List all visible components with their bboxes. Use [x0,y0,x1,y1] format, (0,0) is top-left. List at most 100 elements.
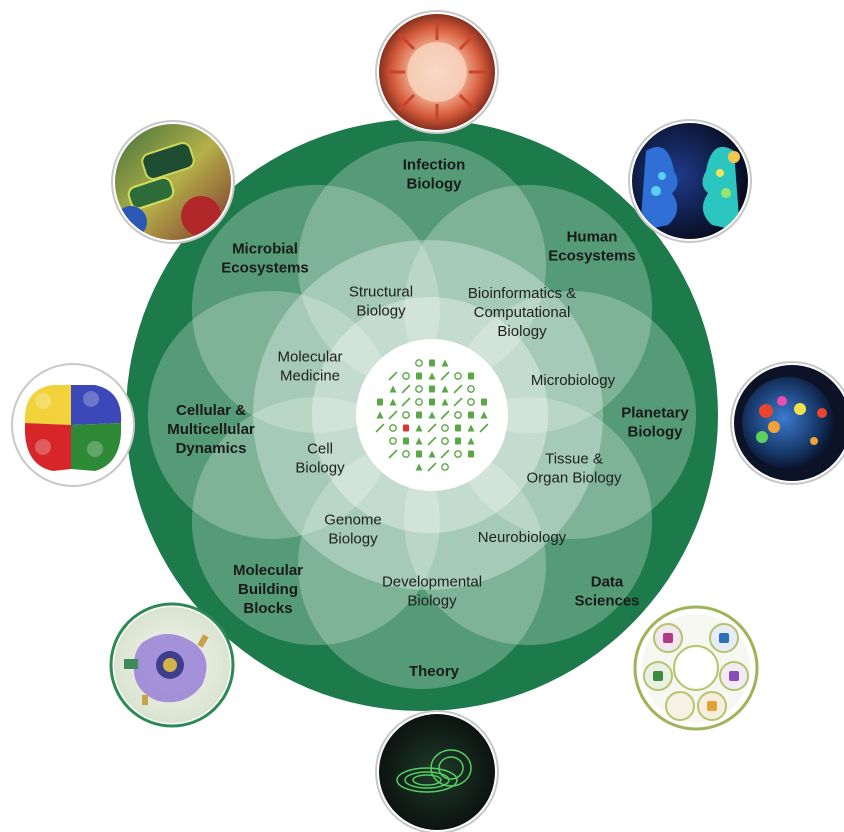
lab-icon [415,385,423,393]
lab-icon [388,449,398,459]
arrow-up-icon [403,424,409,432]
inner-label-line: Cell [307,441,333,458]
inner-label-line: Biology [356,303,406,320]
lab-icon [388,410,398,420]
lab-icon [389,424,397,432]
lab-icon [415,398,423,406]
lab-icon [428,411,436,419]
lab-icon [468,450,474,458]
inner-label-line: Structural [349,284,413,301]
lab-icon [389,437,397,445]
planet-image[interactable] [730,361,844,485]
outer-label-line: Ecosystems [221,260,309,277]
microbes-image[interactable] [111,120,235,244]
lab-icon [401,397,411,407]
lab-icon [416,450,422,458]
lab-icon [454,411,462,419]
outer-label-line: Microbial [232,241,298,258]
petal-planetary [448,291,696,539]
lab-icon [415,359,423,367]
inner-label-line: Developmental [382,574,482,591]
lab-icon [375,423,385,433]
inner-label-microbiology: Microbiology [531,372,616,389]
inner-label-line: Biology [328,531,378,548]
outer-label-theory: Theory [409,663,460,680]
outer-label-line: Human [567,229,618,246]
lab-icon [441,424,449,432]
lab-icon [440,371,450,381]
lab-icon [427,462,437,472]
outer-label-line: Molecular [233,562,303,579]
virus-image[interactable] [375,10,499,134]
inner-label-tissue: Tissue &Organ Biology [526,451,622,487]
lab-icon [467,385,475,393]
inner-label-line: Organ Biology [526,470,622,487]
center-icon-cluster [375,359,489,472]
lab-icon [468,372,474,380]
lab-icon [480,411,488,419]
outer-label-line: Biology [628,424,684,441]
lab-icon [441,398,449,406]
inner-label-line: Biology [497,323,547,340]
lab-icon [454,372,462,380]
petal-theory [298,441,546,689]
lab-icon [441,463,449,471]
lab-icon [403,437,409,445]
lab-icon [415,424,423,432]
lab-icon [441,437,449,445]
lab-icon [389,398,397,406]
lab-icon [479,423,489,433]
outer-label-line: Ecosystems [548,248,636,265]
lab-icon [440,449,450,459]
lab-icon [454,450,462,458]
spiral-image[interactable] [375,710,499,832]
lab-icon [468,411,474,419]
lab-icon [402,450,410,458]
outer-label-line: Data [591,574,624,591]
inner-label-line: Bioinformatics & [468,285,576,302]
outer-label-line: Dynamics [176,440,247,457]
outer-label-line: Theory [409,663,460,680]
outer-label-line: Planetary [621,405,689,422]
lab-icon [455,424,461,432]
cell-image[interactable] [109,602,235,728]
outer-label-line: Biology [407,176,463,193]
inner-label-line: Biology [407,593,457,610]
lab-icon [415,437,423,445]
lab-icon [376,411,384,419]
topic-thumbnails [11,10,844,832]
outer-label-line: Building [238,581,298,598]
lab-icon [428,372,436,380]
outer-label-line: Multicellular [167,421,255,438]
inner-label-neurobiology: Neurobiology [478,529,567,546]
multicellular-blob-image[interactable] [11,363,135,487]
data-network-image[interactable] [633,605,759,731]
lab-icon [481,398,487,406]
lab-icon [429,398,435,406]
lab-icon [427,436,437,446]
lab-icon [429,385,435,393]
outer-label-line: Infection [403,157,466,174]
lab-icon [440,410,450,420]
lab-icon [427,423,437,433]
human-faces-image[interactable] [628,119,752,243]
inner-label-line: Computational [474,304,571,321]
outer-label-line: Blocks [243,600,292,617]
lab-icon [441,385,449,393]
lab-icon [441,359,449,367]
lab-icon [402,372,410,380]
lab-icon [455,437,461,445]
inner-label-line: Medicine [280,368,340,385]
inner-label-line: Biology [295,460,345,477]
